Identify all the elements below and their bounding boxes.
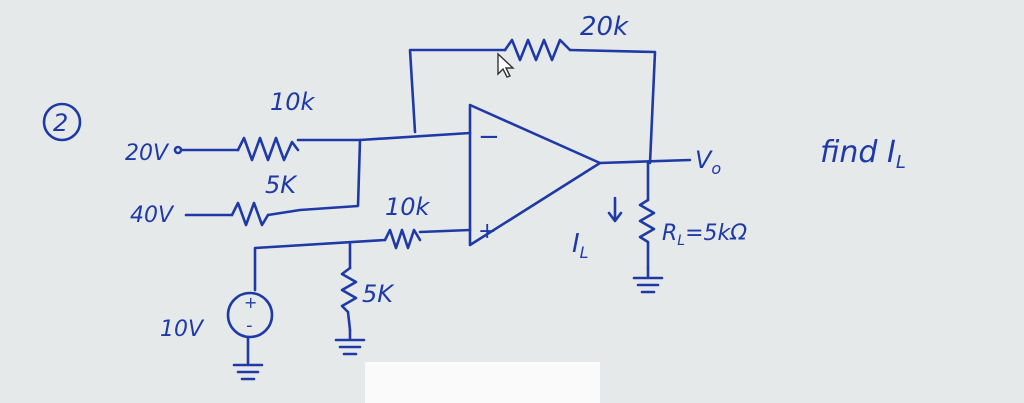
prompt-main: find I — [820, 135, 896, 170]
feedback-resistor — [503, 38, 572, 62]
mid-input-wire-right — [266, 138, 362, 217]
problem-number: 2 — [53, 109, 68, 137]
opamp-minus-sign: − — [478, 122, 500, 152]
plus-ground-symbol — [334, 328, 366, 356]
top-input-resistor — [236, 136, 300, 162]
load-resistor-symbol: R — [662, 221, 677, 246]
plus-series-resistor-label: 10k — [385, 193, 431, 221]
current-subscript: L — [580, 243, 589, 262]
problem-number-circle — [42, 102, 82, 142]
output-voltage-symbol: V — [695, 146, 713, 174]
output-wire — [598, 158, 692, 165]
prompt-text: find IL — [820, 135, 906, 173]
load-resistor-subscript: L — [677, 233, 685, 249]
input-terminal-20v — [173, 145, 183, 155]
opamp-plus-sign: + — [478, 219, 496, 244]
mid-input-resistor — [230, 201, 270, 227]
feedback-wire — [408, 48, 657, 165]
inverting-input-wire — [358, 131, 472, 142]
noninverting-wire — [253, 238, 387, 292]
output-voltage-subscript: o — [711, 159, 721, 178]
prompt-subscript: L — [896, 152, 906, 173]
source-voltage-label: 10V — [160, 317, 205, 342]
plus-ground-resistor-label: 5K — [362, 280, 395, 308]
opamp-triangle — [468, 103, 602, 247]
load-ground-symbol — [632, 266, 664, 294]
output-voltage-label: Vo — [695, 146, 721, 178]
mid-input-resistor-label: 5K — [265, 171, 298, 199]
source-plus-sign: + — [244, 293, 257, 312]
input-voltage-40v: 40V — [130, 203, 175, 228]
current-arrow — [607, 196, 623, 223]
source-minus-sign: - — [246, 315, 253, 336]
load-resistor — [638, 198, 656, 270]
feedback-resistor-label: 20k — [580, 12, 629, 42]
plus-series-resistor — [383, 228, 422, 250]
top-input-resistor-label: 10k — [270, 88, 316, 116]
plus-ground-resistor — [340, 266, 358, 332]
current-label: IL — [572, 229, 589, 262]
load-resistor-label: RL=5kΩ — [662, 221, 747, 249]
input-voltage-20v: 20V — [125, 141, 170, 166]
source-ground-wire — [232, 335, 264, 381]
current-symbol: I — [572, 229, 580, 259]
voltage-source-10v — [226, 291, 274, 339]
blank-region — [365, 362, 600, 403]
plus-series-wire-right — [418, 228, 472, 234]
load-resistor-value: =5kΩ — [685, 221, 747, 246]
mouse-cursor-icon — [497, 52, 515, 78]
